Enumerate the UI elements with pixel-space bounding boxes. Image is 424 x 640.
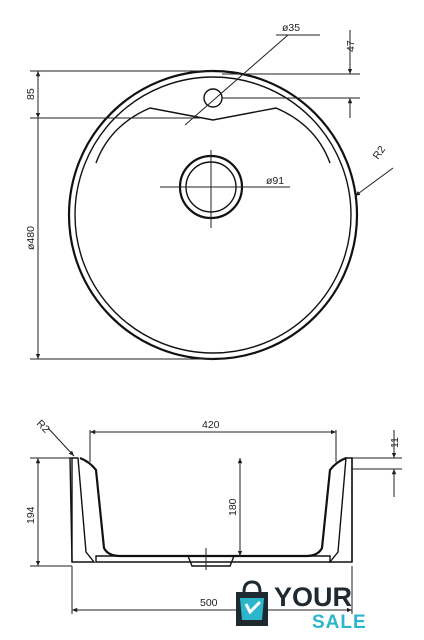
section-view: 420 R2 11 194 180 500 [25,418,402,614]
logo-word-bottom: SALE [312,612,367,633]
yoursale-logo: YOUR SALE [236,580,367,633]
outer-width-label: 500 [200,597,218,609]
hole-dia-leader [184,34,289,126]
left-wall [69,457,96,563]
right-wall [328,457,353,563]
inner-width-label: 420 [202,419,220,431]
top-view: ø35 47 85 ø480 ø91 R2 [25,22,394,361]
bowl-depth-label: 180 [227,498,239,516]
sink-outer-rim [67,69,359,361]
top-to-hole-label: 85 [25,88,37,100]
shopping-bag-icon [236,580,268,626]
bowl-profile [79,456,347,558]
tap-deck-outline [95,107,331,164]
tap-hole [203,88,223,108]
section-edge-radius-label: R2 [34,418,52,436]
outer-diameter-label: ø480 [25,226,37,250]
drain-diameter-label: ø91 [266,175,284,187]
rim-height-label: 11 [389,437,401,448]
hole-diameter-label: ø35 [282,22,300,34]
hole-offset-label: 47 [345,40,357,52]
drain-boss [187,555,235,567]
bowl-base [95,555,331,563]
total-height-label: 194 [25,506,37,524]
sink-inner-rim [74,76,352,354]
top-edge-radius-label: R2 [371,144,389,162]
logo-word-top: YOUR [274,582,352,612]
